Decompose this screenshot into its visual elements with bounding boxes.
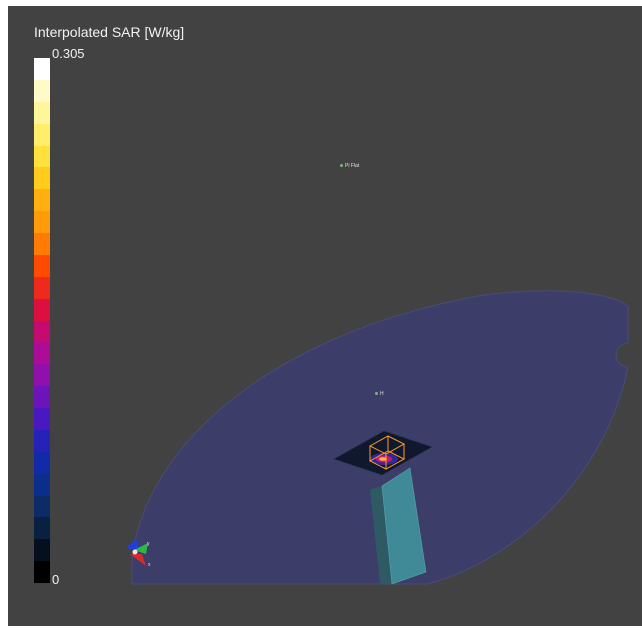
orientation-triad-icon[interactable]: y x	[126, 539, 151, 568]
colorbar-segment	[34, 495, 50, 518]
colorbar-segment	[34, 254, 50, 277]
colorbar-segment	[34, 211, 50, 233]
marker-dot-icon	[340, 164, 343, 168]
colorbar-segment	[34, 539, 50, 562]
colorbar-segment	[34, 276, 50, 299]
colorbar-segment	[34, 145, 50, 168]
colorbar-segment	[34, 429, 50, 452]
colorbar-segment	[34, 123, 50, 146]
marker-dot-icon	[375, 392, 378, 396]
colorbar-segment	[34, 451, 50, 474]
colorbar	[34, 58, 50, 583]
antenna-wireframe	[368, 435, 406, 470]
sar-hotspot-core	[379, 457, 387, 461]
scene-canvas[interactable]: y x	[8, 6, 642, 626]
device-body-shadow	[370, 486, 392, 584]
colorbar-segment	[34, 342, 50, 365]
colorbar-segment	[34, 298, 50, 321]
scene-marker-h[interactable]: H	[375, 391, 384, 397]
device-body[interactable]	[381, 467, 427, 585]
svg-text:x: x	[148, 562, 151, 568]
colorbar-segment	[34, 473, 50, 496]
scene-marker-flat[interactable]: Pi Flat	[340, 163, 359, 169]
scene-marker-h-label: H	[380, 391, 384, 397]
colorbar-segment	[34, 364, 50, 387]
colorbar-segment	[34, 561, 50, 583]
colorbar-segment	[34, 233, 50, 255]
colorbar-segment	[34, 101, 50, 124]
colorbar-max-label: 0.305	[52, 46, 85, 61]
colorbar-min-label: 0	[52, 572, 60, 587]
colorbar-segment	[34, 320, 50, 343]
colorbar-segment	[34, 58, 50, 80]
3d-viewport[interactable]: y x Interpolated SAR [W/kg] 0.305 0 Pi F…	[8, 6, 642, 626]
scene-marker-flat-label: Pi Flat	[345, 163, 360, 169]
svg-text:y: y	[147, 541, 150, 547]
colorbar-segment	[34, 386, 50, 408]
colorbar-segment	[34, 517, 50, 540]
colorbar-segment	[34, 79, 50, 102]
colorbar-segment	[34, 408, 50, 430]
colorbar-segment	[34, 167, 50, 190]
colorbar-title: Interpolated SAR [W/kg]	[34, 24, 185, 40]
colorbar-segment	[34, 189, 50, 212]
